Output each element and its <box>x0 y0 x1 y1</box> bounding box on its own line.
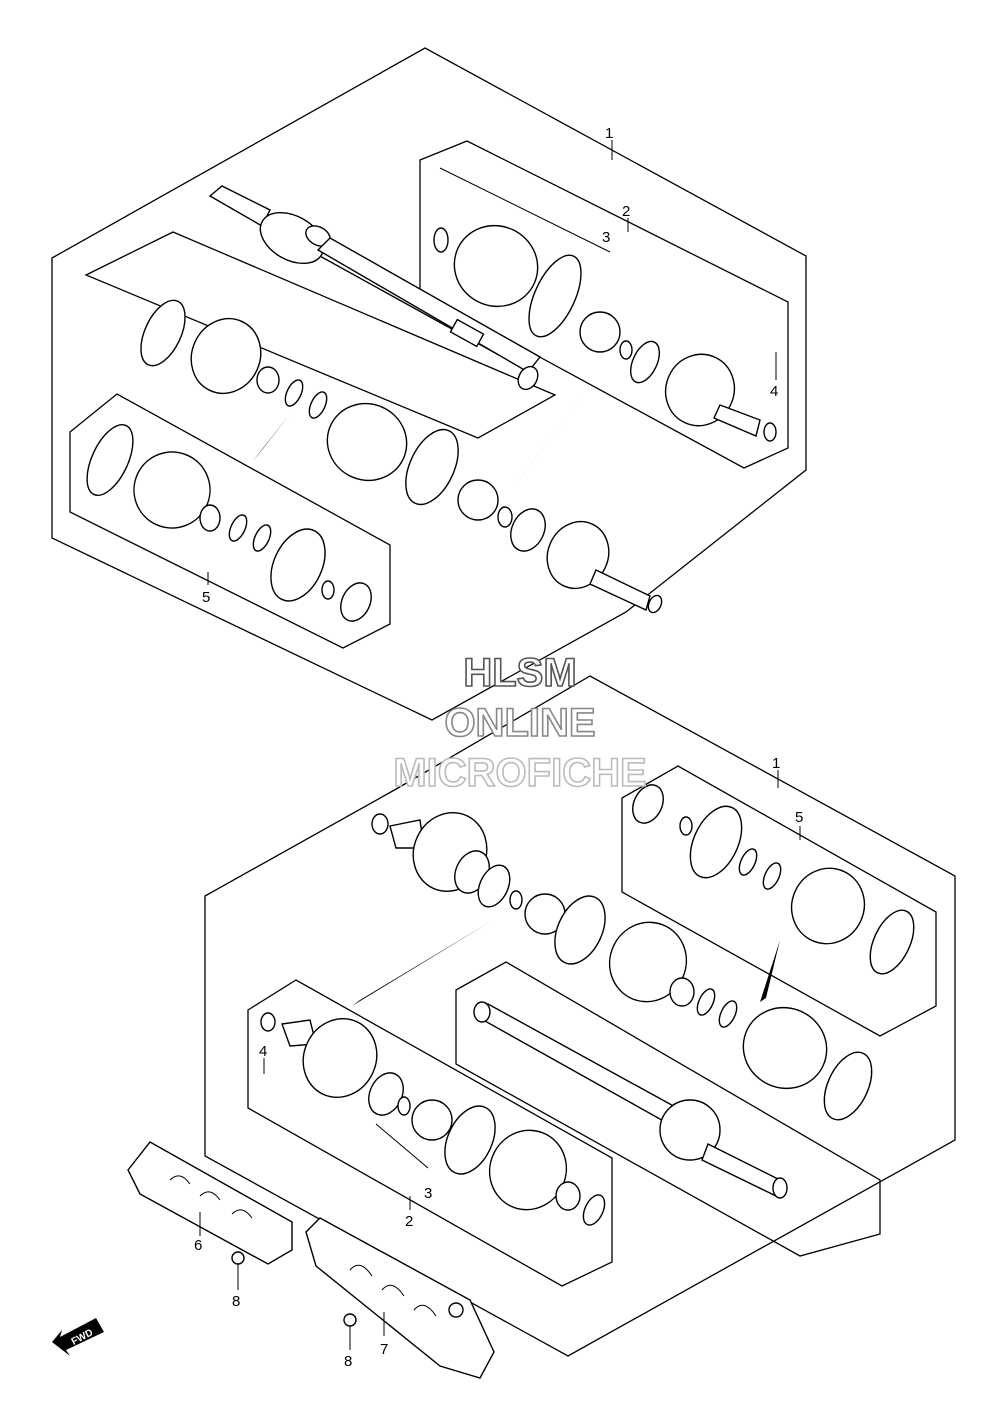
upper-callout-4: 4 <box>770 383 778 400</box>
watermark-line2: ONLINE <box>444 701 595 745</box>
upper-pointer-left <box>252 414 290 462</box>
lower-callout-2: 2 <box>405 1213 413 1230</box>
upper-callout-2: 2 <box>622 203 630 220</box>
upper-callout-1: 1 <box>605 125 613 142</box>
upper-assembly-frame <box>51 47 807 721</box>
lower-inner-joint-parts <box>352 811 738 1028</box>
upper-callout-3: 3 <box>602 229 610 246</box>
lower-callout-5: 5 <box>795 809 803 826</box>
lower-callout-6: 6 <box>194 1237 202 1254</box>
lower-callout-1: 1 <box>772 755 780 772</box>
watermark-line1: HLSM <box>463 651 576 695</box>
lower-assembly: 1 5 4 3 2 6 7 8 8 <box>127 675 956 1379</box>
lower-drive-shaft <box>473 1001 873 1199</box>
lower-bolt-right <box>343 1313 357 1350</box>
lower-outer-boot-box <box>247 979 613 1287</box>
lower-cover-right <box>305 1217 495 1379</box>
lower-inner-boot-parts <box>632 784 915 1002</box>
lower-callout-3: 3 <box>424 1185 432 1202</box>
lower-bolt-left <box>231 1251 245 1290</box>
lower-shaft-box <box>455 961 881 1257</box>
upper-joint-parts <box>457 386 663 614</box>
lower-pointer-left <box>352 922 490 1006</box>
upper-outer-boot-parts <box>433 224 777 442</box>
upper-pointer-right <box>516 386 590 484</box>
lower-cover-left <box>127 1141 293 1265</box>
upper-shaft-box <box>84 231 557 439</box>
lower-callout-7: 7 <box>380 1341 388 1358</box>
lower-callout-8-left: 8 <box>232 1293 240 1310</box>
forward-arrow-icon <box>52 1318 104 1356</box>
lower-pointer-right <box>760 940 780 1002</box>
fwd-direction-badge: FWD <box>52 1318 104 1356</box>
watermark: HLSM ONLINE MICROFICHE <box>393 650 648 796</box>
upper-drive-shaft <box>208 185 542 391</box>
upper-callout-5: 5 <box>202 589 210 606</box>
lower-callout-8-right: 8 <box>344 1353 352 1370</box>
lower-inner-boot-box <box>621 765 937 1037</box>
watermark-line3: MICROFICHE <box>393 751 646 795</box>
upper-assembly: 1 2 3 4 5 <box>51 47 807 721</box>
lower-outer-boot-parts <box>260 1012 606 1226</box>
lower-callout-4: 4 <box>259 1043 267 1060</box>
upper-inner-boot-box <box>69 393 391 649</box>
upper-boot-parts-left <box>140 299 459 506</box>
upper-inner-boot-parts <box>86 424 372 622</box>
lower-assembly-frame <box>204 675 956 1357</box>
